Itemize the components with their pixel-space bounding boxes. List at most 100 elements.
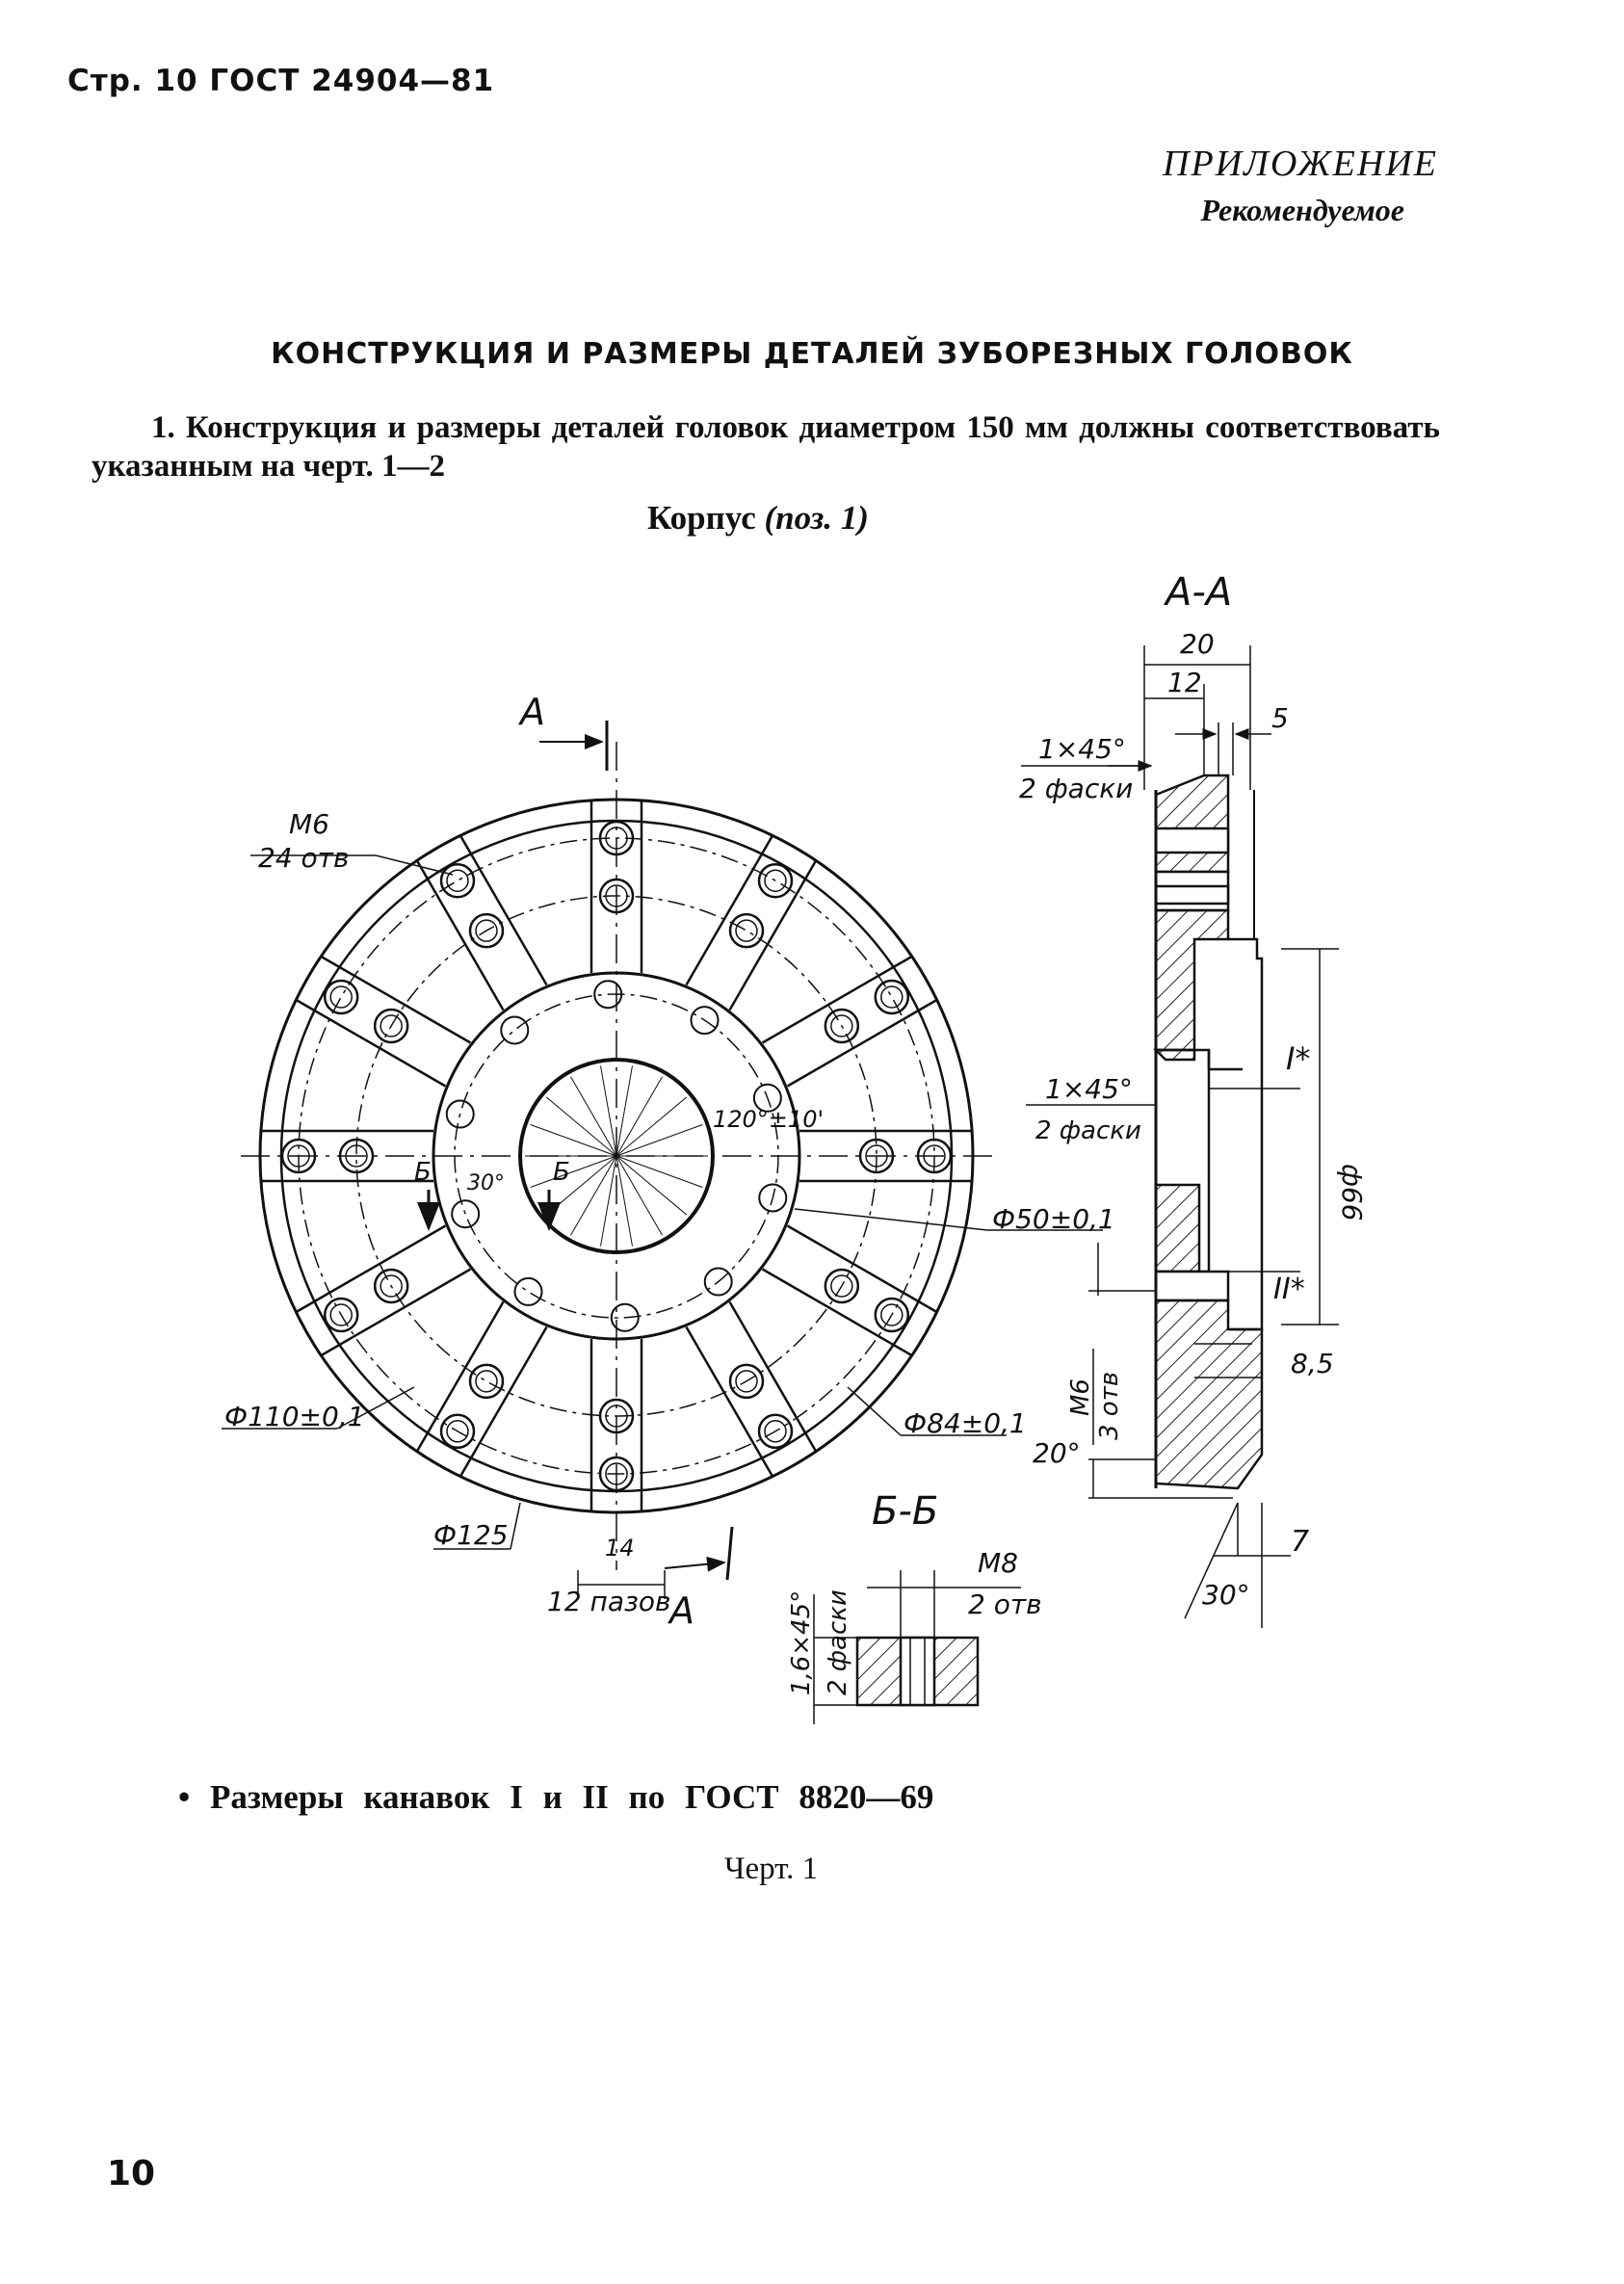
cut-label-b-right: Б <box>553 1158 570 1187</box>
figure-caption: Черт. 1 <box>724 1851 819 1886</box>
slot-edge <box>786 1224 939 1314</box>
hub-hole <box>593 980 623 1010</box>
label-m6b-holes: 3 отв <box>1095 1372 1124 1440</box>
slot-edge <box>458 1326 548 1479</box>
cut-label-b-left: Б <box>414 1158 432 1187</box>
page-header: Стр. 10 ГОСТ 24904—81 <box>67 64 495 98</box>
label-angle-30: 30° <box>467 1171 505 1195</box>
footnote: • Размеры канавок I и II по ГОСТ 8820—69 <box>178 1778 934 1816</box>
label-chamfer3: 1,6×45° <box>787 1590 816 1695</box>
hub-hole <box>690 1006 720 1036</box>
hub-hole <box>500 1015 530 1045</box>
slots-group <box>260 800 973 1512</box>
cut-label-a-top: А <box>517 691 545 733</box>
bolt-hole <box>728 1363 765 1400</box>
label-d85: 8,5 <box>1291 1348 1334 1379</box>
bolt-hole-thread <box>329 985 353 1009</box>
section-title: КОНСТРУКЦИЯ И РАЗМЕРЫ ДЕТАЛЕЙ ЗУБОРЕЗНЫХ… <box>271 337 1353 371</box>
bolt-hole-thread <box>380 1274 403 1298</box>
slot-edge <box>458 833 548 986</box>
slot-edge <box>319 955 472 1044</box>
center-ray <box>570 1155 617 1236</box>
label-groove1: I* <box>1286 1040 1310 1077</box>
center-ray <box>530 1155 617 1188</box>
bolt-hole-thread <box>446 1420 469 1443</box>
slot-edge <box>415 858 505 1011</box>
leaders-front <box>222 854 1103 1599</box>
slot-edge <box>728 1300 818 1454</box>
section-a-view <box>1152 774 1264 1490</box>
figure-title-pos: (поз. 1) <box>764 499 869 537</box>
bolt-hole-thread <box>475 1370 498 1393</box>
body-front-view <box>241 742 992 1570</box>
label-d14: 14 <box>605 1535 635 1562</box>
slot-edge <box>786 998 939 1088</box>
bolt-hole-thread <box>880 985 904 1009</box>
center-ray <box>616 1155 688 1216</box>
bolt-hole <box>757 1413 794 1450</box>
label-chamfer1: 1×45° <box>1038 733 1126 765</box>
label-chamfer3-note: 2 фаски <box>824 1589 852 1695</box>
bolt-hole-thread <box>735 919 758 942</box>
label-d7: 7 <box>1291 1525 1309 1559</box>
label-phi125: Ф125 <box>433 1519 509 1551</box>
bolt-hole-thread <box>475 919 498 942</box>
label-groove2: II* <box>1273 1273 1305 1306</box>
slot-edge <box>319 1268 472 1357</box>
bolt-hole <box>373 1008 409 1044</box>
label-slots: 12 пазов <box>547 1586 671 1617</box>
appendix-title: ПРИЛОЖЕНИЕ <box>1163 144 1438 184</box>
hub-hole <box>752 1083 782 1113</box>
label-m8-holes: 2 отв <box>968 1588 1042 1620</box>
bolt-hole-thread <box>830 1274 853 1298</box>
label-d20: 20 <box>1180 628 1215 660</box>
label-d5: 5 <box>1271 702 1289 734</box>
hub-hole <box>703 1267 733 1297</box>
bolt-hole <box>874 1297 910 1333</box>
slot-edge <box>685 833 774 986</box>
body-paragraph: 1. Конструкция и размеры деталей головок… <box>92 410 1440 484</box>
cut-line-a <box>539 721 734 1581</box>
figure-title-name: Корпус <box>647 499 756 537</box>
hub-hole <box>758 1183 788 1213</box>
bolt-hole <box>468 912 505 949</box>
center-ray <box>616 1155 703 1188</box>
bolt-hole-thread <box>446 869 469 892</box>
bolt-hole <box>824 1008 860 1044</box>
cut-label-a-bottom: А <box>667 1589 694 1632</box>
label-chamfer2-note: 2 фаски <box>1035 1116 1141 1145</box>
slot-edge <box>685 1326 774 1479</box>
label-phi84: Ф84±0,1 <box>904 1407 1027 1439</box>
hub-hole <box>610 1302 640 1332</box>
label-m8: М8 <box>978 1547 1018 1579</box>
slot-edge <box>761 1268 914 1357</box>
bolt-hole-thread <box>764 1420 787 1443</box>
center-ray <box>600 1065 617 1157</box>
bolt-hole <box>439 1413 476 1450</box>
label-angle-120: 120°±10' <box>713 1106 824 1133</box>
bolt-hole <box>323 1297 359 1333</box>
center-rays <box>525 1065 708 1247</box>
bolt-hole-thread <box>830 1014 853 1037</box>
section-b-dims <box>813 1570 1021 1724</box>
section-a-dims <box>1021 645 1339 1628</box>
slot-edge <box>294 998 447 1088</box>
label-section-a: А-А <box>1163 570 1232 615</box>
bolt-hole-thread <box>764 869 787 892</box>
label-section-b: Б-Б <box>872 1489 938 1534</box>
hub-hole <box>513 1276 543 1306</box>
bolt-hole <box>874 979 910 1015</box>
section-b-view <box>855 1636 980 1707</box>
center-ray <box>570 1076 617 1157</box>
slot-edge <box>761 955 914 1044</box>
slot-edge <box>294 1224 447 1314</box>
label-angle-20: 20° <box>1033 1437 1081 1469</box>
center-ray <box>545 1096 617 1157</box>
hub-hole <box>451 1199 481 1229</box>
center-ray <box>616 1155 663 1236</box>
bolt-hole <box>373 1268 409 1304</box>
appendix-subtitle: Рекомендуемое <box>1200 193 1404 227</box>
center-ray <box>600 1155 617 1247</box>
center-ray <box>616 1096 688 1157</box>
